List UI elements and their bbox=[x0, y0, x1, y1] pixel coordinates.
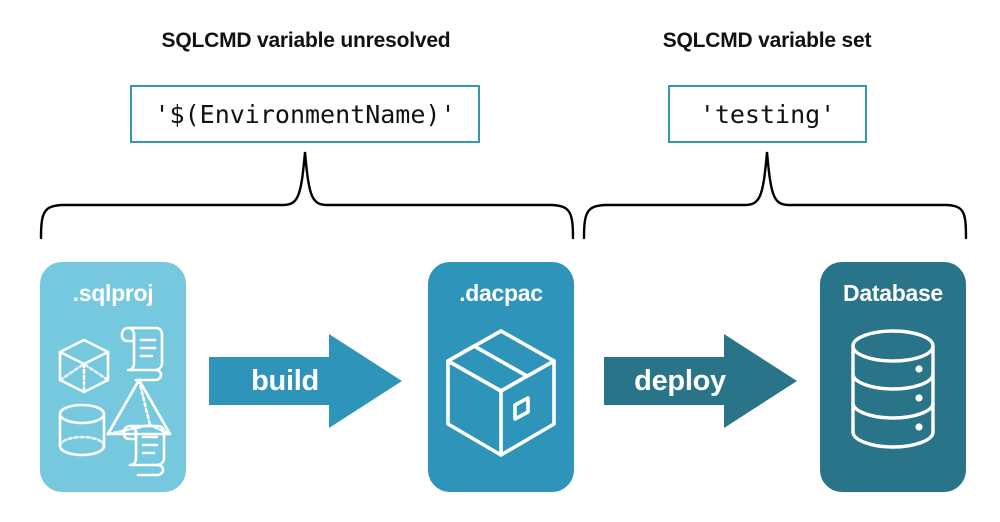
database-cylinder-icon bbox=[851, 329, 935, 449]
brace-right-icon bbox=[582, 151, 968, 240]
database-artwork bbox=[851, 329, 935, 449]
scroll-icon bbox=[122, 424, 166, 477]
brace-connectors bbox=[39, 151, 968, 240]
stage-dacpac-label: .dacpac bbox=[459, 280, 543, 306]
stage-database-label: Database bbox=[843, 280, 943, 306]
arrow-deploy: deploy bbox=[604, 333, 798, 429]
cylinder-icon bbox=[58, 403, 106, 457]
arrow-deploy-icon bbox=[604, 334, 797, 428]
group-heading-right: SQLCMD variable set bbox=[662, 29, 872, 52]
package-box-icon bbox=[446, 329, 556, 457]
dacpac-artwork bbox=[446, 329, 556, 457]
stage-sqlproj: .sqlproj bbox=[40, 262, 186, 492]
stage-database: Database bbox=[820, 262, 966, 492]
stage-sqlproj-label: .sqlproj bbox=[72, 280, 154, 306]
arrow-build: build bbox=[209, 333, 403, 429]
group-heading-left: SQLCMD variable unresolved bbox=[161, 29, 451, 52]
sqlproj-artwork bbox=[58, 326, 172, 477]
sqlcmd-value-box-left: '$(EnvironmentName)' bbox=[130, 85, 480, 143]
brace-left-icon bbox=[39, 151, 575, 240]
cube-icon bbox=[58, 338, 110, 394]
sqlcmd-value-box-right: 'testing' bbox=[668, 85, 867, 143]
scroll-icon bbox=[120, 326, 164, 382]
stage-dacpac: .dacpac bbox=[428, 262, 574, 492]
arrow-build-icon bbox=[209, 334, 402, 428]
